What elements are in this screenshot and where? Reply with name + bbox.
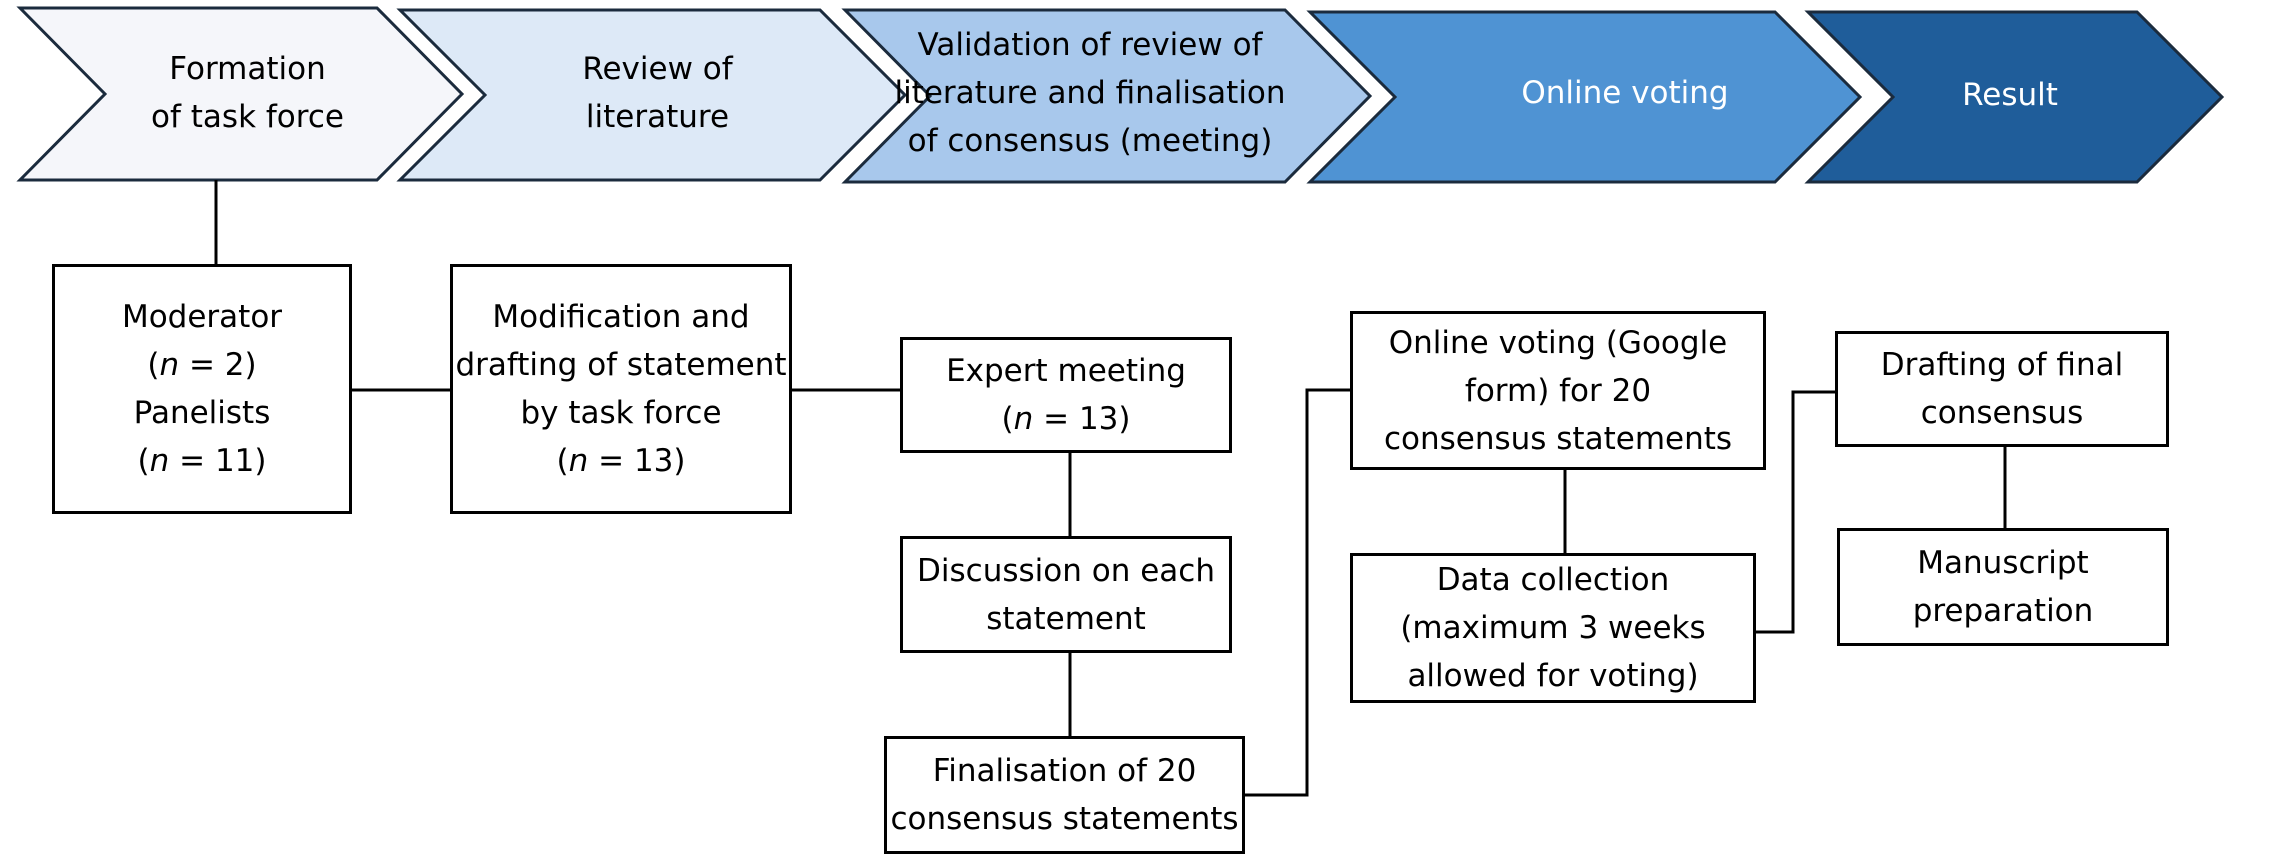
- stage-chevron-online-voting: [1306, 10, 1863, 184]
- stage-label-line-2: of task force: [151, 98, 344, 135]
- discussion-box: Discussion on each statement: [900, 536, 1232, 653]
- moderator-count: (n = 2): [147, 347, 257, 383]
- expert-meeting-box: Expert meeting (n = 13): [900, 337, 1232, 453]
- moderator-count-value: = 2): [179, 347, 257, 383]
- n-symbol: n: [159, 347, 180, 383]
- stage-label-result: Result: [1860, 12, 2160, 177]
- drafting-final-line1: Drafting of final: [1880, 347, 2124, 383]
- stage-label-line-2: literature: [585, 98, 730, 135]
- data-collection-line2: (maximum 3 weeks: [1400, 610, 1706, 646]
- stage-label-validation: Validation of review of literature and fi…: [894, 10, 1285, 175]
- stage-label-line-1: Validation of review of: [917, 26, 1263, 63]
- data-collection-box: Data collection (maximum 3 weeks allowed…: [1350, 553, 1756, 703]
- stage-chevron-review: [396, 8, 908, 182]
- stage-label-online-voting: Online voting: [1390, 10, 1860, 175]
- expert-meeting-count: (n = 13): [1001, 401, 1131, 437]
- modification-count-value: = 13): [588, 443, 686, 479]
- online-voting-line1: Online voting (Google: [1388, 324, 1728, 361]
- data-collection-line1: Data collection: [1436, 562, 1670, 598]
- n-symbol: n: [1013, 401, 1034, 437]
- connector-finalisation-to-voting: [1245, 388, 1350, 797]
- stage-label-line-2: literature and finalisation: [894, 74, 1286, 111]
- connector-datacollection-to-drafting: [1756, 390, 1835, 634]
- stage-label-line-3: of consensus (meeting): [907, 122, 1273, 159]
- moderator-label: Moderator: [121, 299, 283, 335]
- stage-label-line-1: Formation: [169, 50, 326, 87]
- moderator-panelists-box: Moderator (n = 2) Panelists (n = 11): [52, 264, 352, 514]
- online-voting-line2: form) for 20: [1464, 372, 1652, 409]
- drafting-final-line2: consensus: [1920, 395, 2084, 431]
- data-collection-line3: allowed for voting): [1407, 658, 1699, 694]
- stage-chevron-validation: [841, 8, 1373, 184]
- stage-chevron-result: [1804, 10, 2225, 184]
- finalisation-box: Finalisation of 20 consensus statements: [884, 736, 1245, 854]
- modification-count: (n = 13): [556, 443, 686, 479]
- expert-meeting-label: Expert meeting: [946, 353, 1186, 389]
- manuscript-line1: Manuscript: [1917, 545, 2089, 581]
- manuscript-box: Manuscript preparation: [1837, 528, 2169, 646]
- n-symbol: n: [149, 443, 170, 479]
- online-voting-line3: consensus statements: [1383, 420, 1733, 457]
- stage-label-line-1: Online voting: [1521, 74, 1729, 111]
- stage-label-line-1: Review of: [582, 50, 733, 87]
- stage-label-line-1: Result: [1962, 76, 2058, 113]
- finalisation-line1: Finalisation of 20: [932, 753, 1197, 789]
- stage-label-review: Review of literature: [490, 10, 825, 175]
- panelists-count: (n = 11): [137, 443, 267, 479]
- panelists-label: Panelists: [133, 395, 271, 431]
- discussion-line2: statement: [986, 600, 1146, 637]
- modification-line1: Modification and: [492, 299, 750, 335]
- modification-line2: drafting of statement: [455, 347, 787, 383]
- n-symbol: n: [568, 443, 589, 479]
- modification-drafting-box: Modification and drafting of statement b…: [450, 264, 792, 514]
- finalisation-line2: consensus statements: [890, 801, 1239, 837]
- manuscript-line2: preparation: [1912, 593, 2094, 629]
- panelists-count-value: = 11): [169, 443, 267, 479]
- online-voting-box: Online voting (Google form) for 20 conse…: [1350, 311, 1766, 470]
- modification-line3: by task force: [520, 395, 722, 431]
- drafting-final-box: Drafting of final consensus: [1835, 331, 2169, 447]
- stage-chevron-formation: [16, 6, 465, 182]
- expert-meeting-count-value: = 13): [1033, 401, 1131, 437]
- stage-label-formation: Formation of task force: [90, 10, 405, 175]
- discussion-line1: Discussion on each: [917, 552, 1215, 589]
